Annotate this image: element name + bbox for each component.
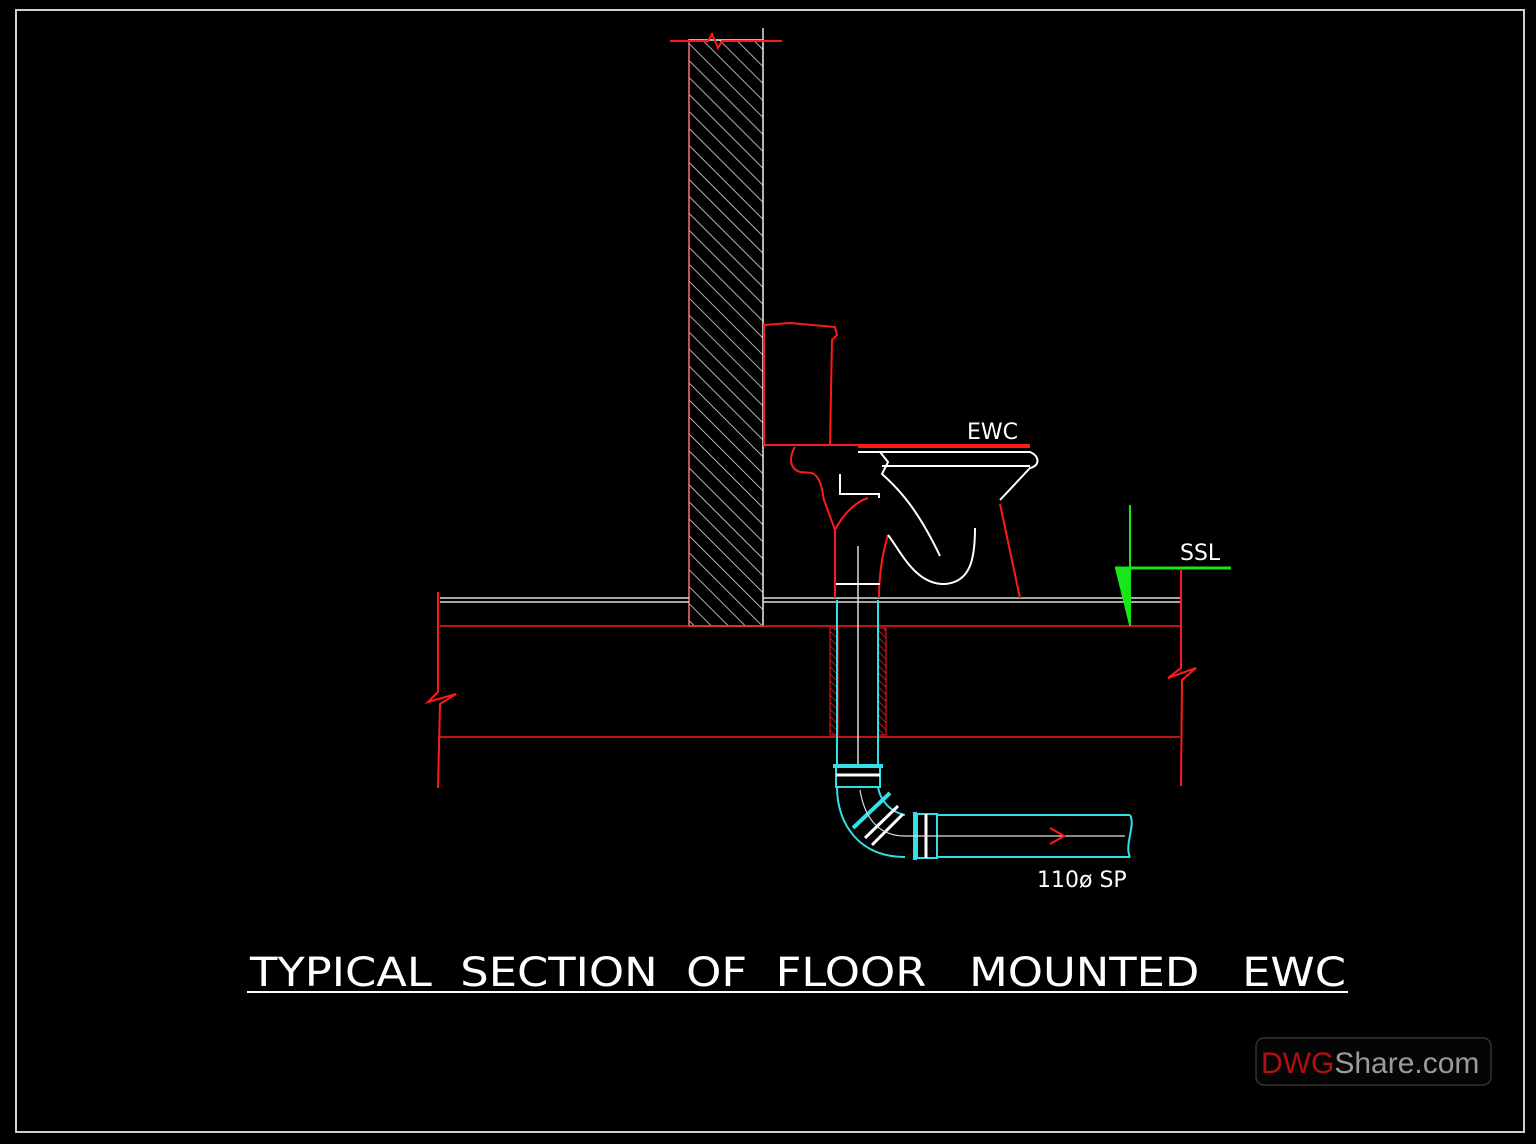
drawing-title: TYPICAL SECTION OF FLOOR MOUNTED EWC [249,950,1346,996]
wall-section [670,28,782,627]
ewc-label: EWC [967,420,1018,445]
ssl-level-marker [1115,505,1231,626]
soil-pipe [829,583,1133,860]
ewc-toilet [763,321,1039,764]
svg-text:DWGShare.com: DWGShare.com [1261,1047,1479,1080]
pipe-size-label: 110ø SP [1037,868,1127,893]
ssl-label: SSL [1180,541,1221,566]
floor-slab [424,570,1197,789]
drawing-border [15,9,1525,1133]
watermark-logo: DWGShare.com [1255,1037,1492,1086]
